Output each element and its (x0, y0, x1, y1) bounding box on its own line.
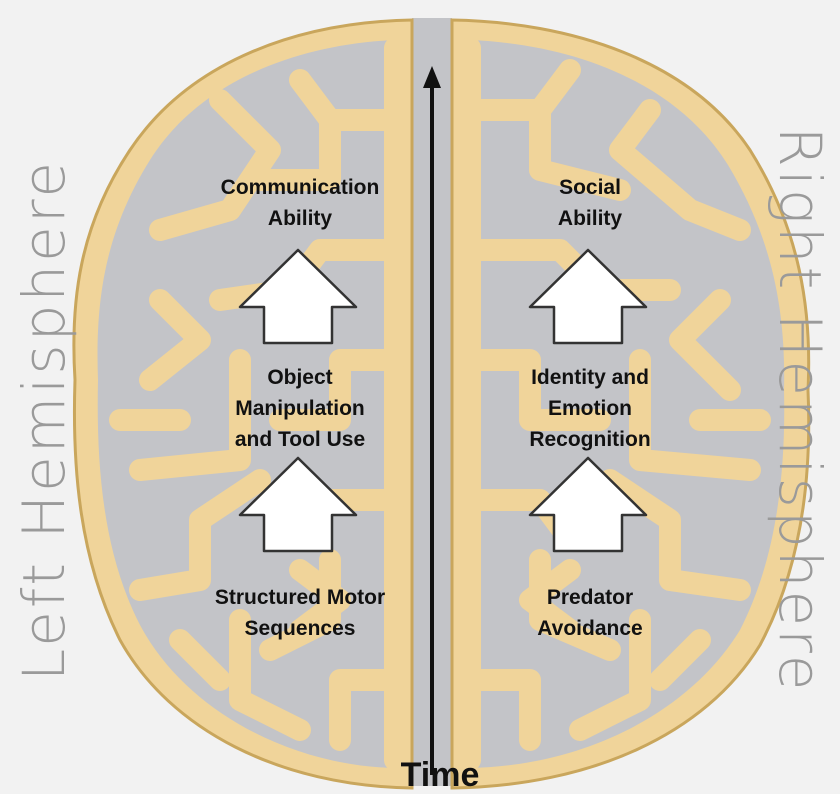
left-lower-block-arrow (238, 456, 358, 553)
label-line: Object (267, 366, 333, 389)
label-line: Manipulation (235, 397, 365, 420)
label-line: Avoidance (537, 617, 643, 640)
social-ability-label: Social Ability (470, 172, 710, 234)
left-hemisphere-shape (72, 18, 414, 790)
predator-avoidance-label: Predator Avoidance (470, 582, 710, 644)
right-lower-block-arrow (528, 456, 648, 553)
label-line: Ability (557, 207, 623, 230)
label-line: Social (559, 176, 621, 199)
left-hemisphere-label: Left Hemisphere (10, 158, 78, 682)
structured-motor-label: Structured Motor Sequences (170, 582, 430, 644)
time-label: Time (400, 756, 480, 794)
label-line: Predator (546, 586, 634, 609)
right-upper-block-arrow (528, 248, 648, 345)
time-arrow-head (423, 66, 441, 88)
label-line: Sequences (244, 617, 356, 640)
label-line: Communication (220, 176, 380, 199)
right-hemisphere-label: Right Hemisphere (766, 126, 834, 694)
label-line: Identity and (531, 366, 649, 389)
object-manipulation-label: Object Manipulation and Tool Use (180, 362, 420, 455)
label-line: Recognition (529, 428, 651, 451)
label-line: Emotion (548, 397, 632, 420)
right-hemisphere-shape (450, 18, 811, 790)
label-line: and Tool Use (234, 428, 366, 451)
label-line: Structured Motor (214, 586, 386, 609)
communication-ability-label: Communication Ability (180, 172, 420, 234)
left-upper-block-arrow (238, 248, 358, 345)
label-line: Ability (267, 207, 333, 230)
identity-emotion-label: Identity and Emotion Recognition (470, 362, 710, 455)
